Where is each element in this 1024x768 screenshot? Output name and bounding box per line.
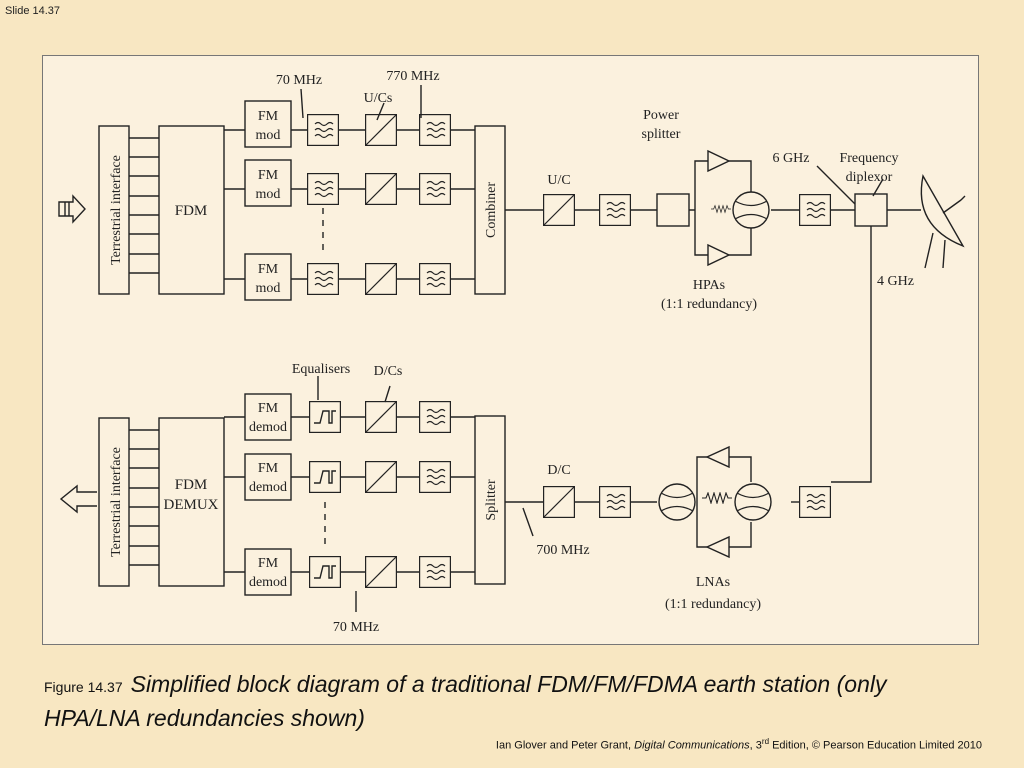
rx-downconverters <box>365 401 397 588</box>
tx-diplexor-1: Frequency <box>839 151 898 166</box>
dish-antenna <box>920 174 966 269</box>
tx-upconverter-main <box>543 194 575 226</box>
rx-equalisers-label: Equalisers <box>292 362 350 377</box>
rx-equalisers <box>309 401 341 588</box>
rx-splitter <box>474 415 506 585</box>
tx-mod1-line1: FM <box>258 109 279 124</box>
figure-title: Simplified block diagram of a traditiona… <box>44 671 887 731</box>
tx-upconv-group: U/Cs <box>364 91 393 106</box>
rx-demux-line1: FDM <box>175 477 208 493</box>
tx-mod3-line2: mod <box>256 281 281 296</box>
tx-fm-mod-3 <box>244 253 292 301</box>
rx-demod2-line1: FM <box>258 461 279 476</box>
rx-lna-2: (1:1 redundancy) <box>665 597 761 612</box>
tx-terrestrial-interface <box>98 125 130 295</box>
tx-freq-up: 6 GHz <box>773 151 810 166</box>
rx-input-filter <box>799 486 831 518</box>
credit-authors: Ian Glover and Peter Grant, <box>495 739 632 752</box>
credit-edition-sup: rd <box>761 737 770 746</box>
tx-diplexor <box>854 193 888 227</box>
tx-mod2-line1: FM <box>258 168 279 183</box>
rx-lna-1: LNAs <box>696 575 730 590</box>
tx-hpa-1: HPAs <box>693 278 725 293</box>
figure-frame: Terrestrial interface FDM FM mod FM mod … <box>42 55 979 645</box>
rx-demod3-line2: demod <box>249 575 287 590</box>
rx-if-filters <box>419 401 451 588</box>
rx-fdm-demux <box>158 417 225 587</box>
rx-demod3-line1: FM <box>258 556 279 571</box>
rx-demux-line2: DEMUX <box>164 497 219 513</box>
tx-diplexor-2: diplexor <box>846 170 893 185</box>
tx-mod3-line1: FM <box>258 262 279 277</box>
tx-hpa-upper <box>707 149 731 173</box>
rx-freq-down: 4 GHz <box>877 274 914 289</box>
credit-edition-num: , 3 <box>749 739 762 752</box>
tx-fdm-mux <box>158 125 225 295</box>
rx-demod2-line2: demod <box>249 480 287 495</box>
rx-lna-lower <box>705 535 730 559</box>
tx-if-filters <box>307 114 339 295</box>
rx-circulator-right <box>734 483 772 521</box>
tx-power-splitter <box>656 193 690 227</box>
block-diagram: Terrestrial interface FDM FM mod FM mod … <box>58 69 966 635</box>
credit-line: Ian Glover and Peter Grant, Digital Comm… <box>496 737 982 752</box>
tx-hpa-2: (1:1 redundancy) <box>661 297 757 312</box>
rx-output-arrow <box>59 484 97 514</box>
rx-mid-filter <box>599 486 631 518</box>
tx-power-splitter-1: Power <box>643 108 679 123</box>
rx-downconverter-main <box>543 486 575 518</box>
tx-upconverters <box>365 114 397 295</box>
rx-load-resistor <box>701 492 733 504</box>
tx-hpa-lower <box>707 243 731 267</box>
tx-fm-mod-2 <box>244 159 292 207</box>
rx-downconv-group: D/Cs <box>374 364 403 379</box>
slide-number: Slide 14.37 <box>5 5 61 17</box>
rx-terrestrial-interface <box>98 417 130 587</box>
tx-combiner-circulator <box>732 191 770 229</box>
tx-fdm-label: FDM <box>175 203 208 219</box>
tx-freq-if: 70 MHz <box>276 73 322 88</box>
rx-splitter-label: Splitter <box>484 479 499 521</box>
tx-upconv-label: U/C <box>547 173 570 188</box>
tx-load-resistor <box>711 205 731 213</box>
rx-freq-if: 70 MHz <box>333 620 379 635</box>
tx-mid-filters <box>419 114 451 295</box>
rx-freq-mid: 700 MHz <box>536 543 589 558</box>
tx-freq-mid: 770 MHz <box>386 69 439 84</box>
figure-number: Figure 14.37 <box>44 679 123 695</box>
tx-power-splitter-2: splitter <box>642 127 681 142</box>
credit-book: Digital Communications <box>634 739 750 752</box>
tx-input-arrow <box>58 194 86 224</box>
tx-mod2-line2: mod <box>256 187 281 202</box>
tx-output-filter <box>799 194 831 226</box>
rx-lna-upper <box>705 445 730 469</box>
tx-mod1-line2: mod <box>256 128 281 143</box>
rx-circulator-left <box>658 483 696 521</box>
credit-edition-rest: Edition, © Pearson Education Limited 201… <box>769 739 982 752</box>
rx-demod1-line1: FM <box>258 401 279 416</box>
tx-combiner-label: Combiner <box>484 182 499 238</box>
rx-downconv-label: D/C <box>547 463 570 478</box>
rx-interface-label: Terrestrial interface <box>109 447 124 557</box>
tx-fm-mod-1 <box>244 100 292 148</box>
tx-rf-filter <box>599 194 631 226</box>
rx-demod1-line2: demod <box>249 420 287 435</box>
tx-interface-label: Terrestrial interface <box>109 155 124 265</box>
